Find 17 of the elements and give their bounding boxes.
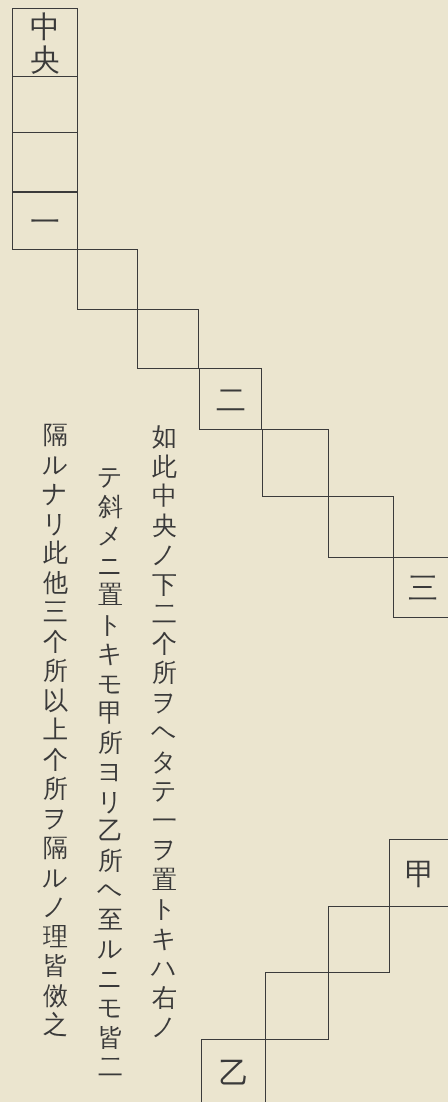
labeled-square: 甲 (389, 839, 448, 907)
labeled-square: 乙 (201, 1039, 266, 1102)
labeled-square: 三 (393, 557, 448, 618)
grid-square (12, 76, 78, 133)
text-column: テ斜メニ置トキモ甲所ヨリ乙所ヘ至ルニモ皆二 (96, 462, 124, 1082)
labeled-square: 二 (199, 368, 262, 430)
labeled-square: 一 (12, 192, 78, 250)
text-column: 如此中央ノ下二个所ヲヘタテ一ヲ置トキハ右ノ (150, 422, 178, 1042)
grid-square (328, 906, 390, 973)
grid-square (137, 309, 199, 369)
grid-square (328, 496, 394, 558)
grid-square (265, 972, 329, 1040)
grid-square (77, 249, 138, 310)
grid-square (12, 132, 78, 192)
text-column: 隔ルナリ此他三个所以上个所ヲ隔ルノ理皆傚之 (41, 420, 69, 1040)
grid-square (262, 429, 329, 497)
labeled-square: 中央 (12, 8, 78, 77)
